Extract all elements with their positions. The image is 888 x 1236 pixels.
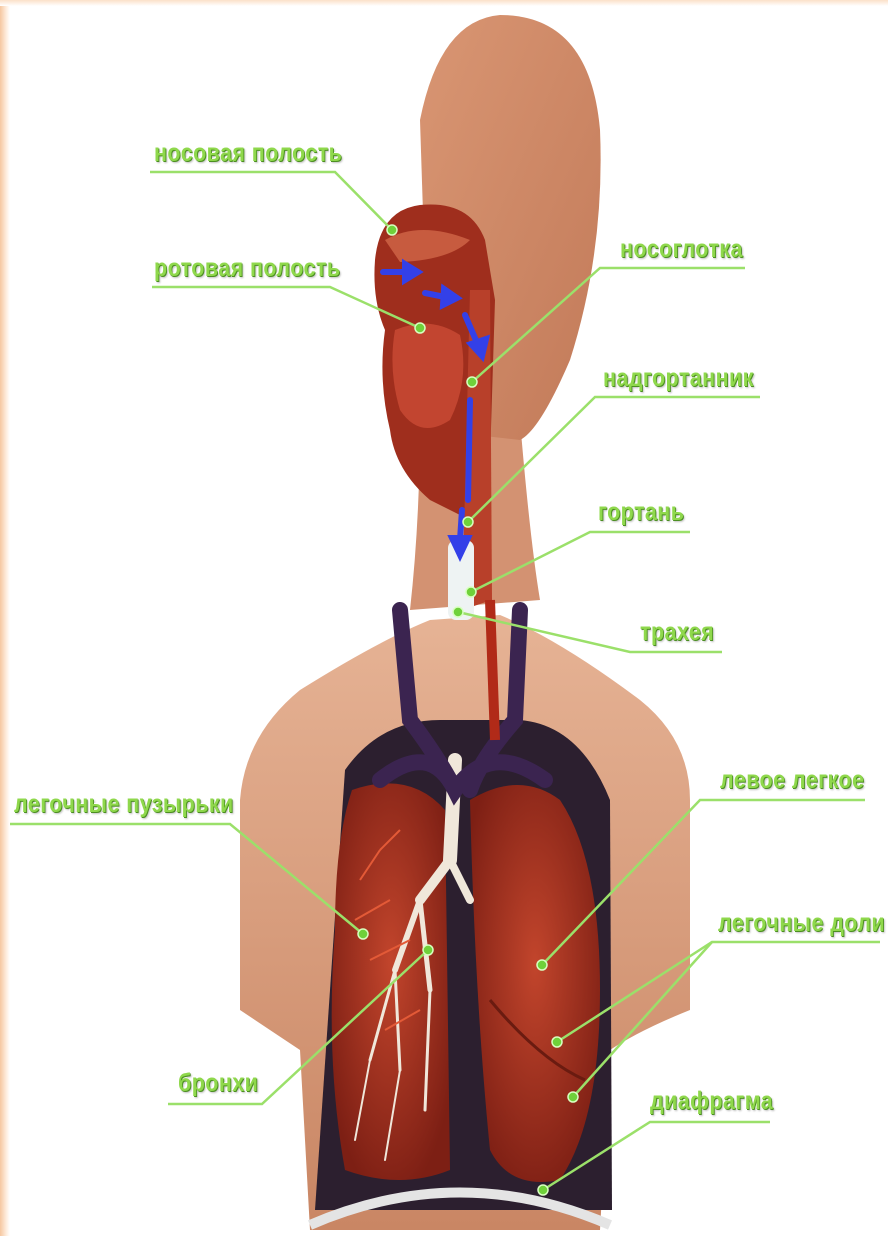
marker-lung-lobes-2 [568, 1092, 578, 1102]
label-epiglottis: надгортанник [603, 363, 754, 393]
marker-alveoli [358, 929, 368, 939]
label-oral-cavity: ротовая полость [154, 253, 340, 283]
marker-diaphragm [538, 1185, 548, 1195]
label-nasal-cavity: носовая полость [154, 138, 342, 168]
marker-epiglottis [463, 517, 473, 527]
marker-bronchi [423, 945, 433, 955]
label-trachea: трахея [640, 617, 714, 647]
marker-nasopharynx [467, 377, 477, 387]
marker-left-lung [537, 960, 547, 970]
left-lung-shape [470, 785, 600, 1182]
label-nasopharynx: носоглотка [620, 234, 743, 264]
marker-trachea [453, 607, 463, 617]
marker-larynx [466, 587, 476, 597]
marker-nasal-cavity [387, 225, 397, 235]
label-diaphragm: диафрагма [650, 1086, 773, 1116]
tongue-region [392, 324, 463, 428]
label-bronchi: бронхи [178, 1068, 258, 1098]
leader-nasal-cavity [150, 172, 392, 230]
label-lung-lobes: легочные доли [718, 908, 885, 938]
marker-lung-lobes-1 [552, 1037, 562, 1047]
label-alveoli: легочные пузырьки [14, 789, 234, 819]
marker-oral-cavity [415, 323, 425, 333]
label-larynx: гортань [598, 497, 684, 527]
label-left-lung: левое легкое [720, 765, 864, 795]
